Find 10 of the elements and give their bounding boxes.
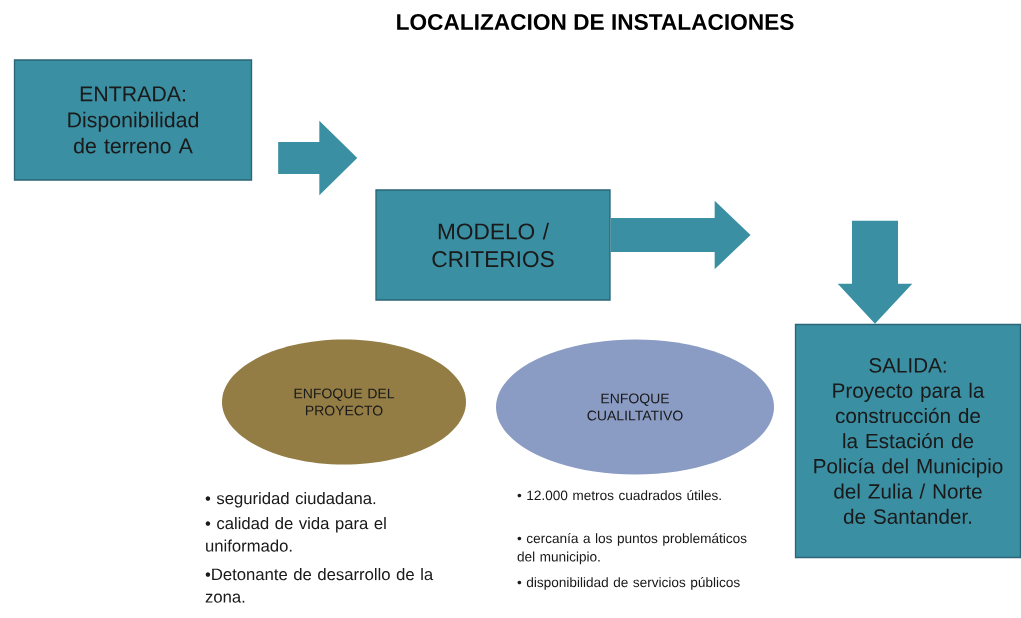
bullet-text: • 12.000 metros cuadrados útiles. xyxy=(517,490,721,501)
bullet-text: •Detonante de desarrollo de la zona. xyxy=(205,568,434,603)
process-box: ENTRADA: Disponibilidad de terreno A xyxy=(13,59,253,181)
bullet-text: • calidad de vida para el uniformado. xyxy=(205,517,386,552)
bullet-text: • cercanía a los puntos problemáticos del municipio. xyxy=(517,533,747,565)
bullet-text: • disponibilidad de servicios públicos xyxy=(517,577,740,590)
process-box: SALIDA: Proyecto para la construcción de la Estación de Policía del Municipio del Zulia / Norte de Santander. xyxy=(794,323,1021,559)
process-box: MODELO / CRITERIOS xyxy=(375,189,611,301)
bullet-text: • seguridad ciudadana. xyxy=(205,492,376,508)
title: LOCALIZACION DE INSTALACIONES xyxy=(397,14,794,31)
